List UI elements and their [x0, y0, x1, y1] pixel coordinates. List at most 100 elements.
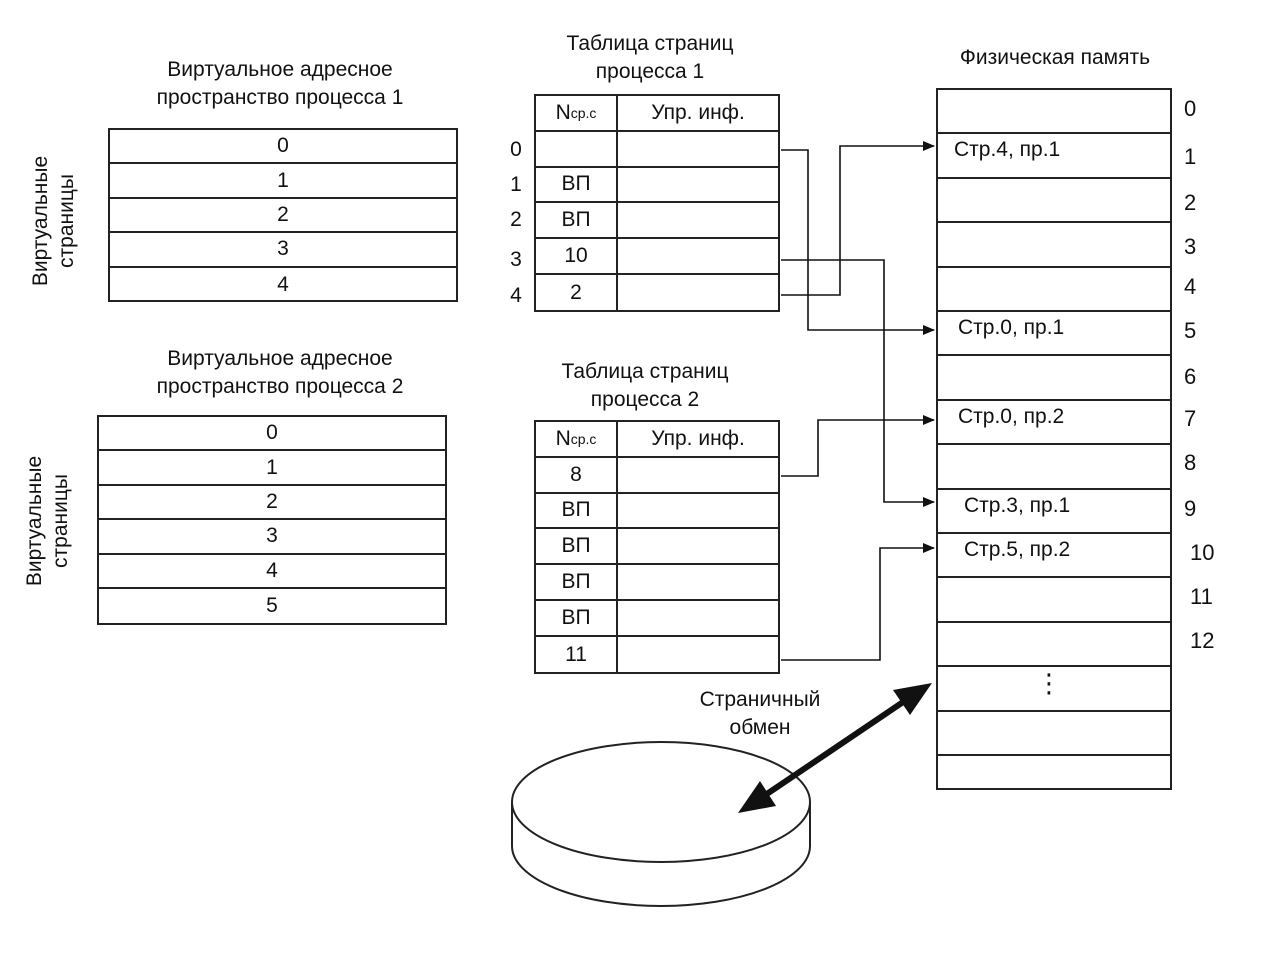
- vas1-side-label-line1: Виртуальные: [29, 155, 52, 287]
- vas2-page-row: 0: [99, 417, 445, 452]
- pt2-control-info-cell: [618, 529, 778, 563]
- swap-label: Страничный обмен: [660, 686, 860, 742]
- pt1-row3-to-frame10-arrow: [781, 259, 935, 507]
- memory-frame-row: [938, 756, 1170, 788]
- pt2-entry-row: ВП: [536, 601, 778, 637]
- vas2-page-row: 1: [99, 451, 445, 486]
- vas1-title-line2: пространство процесса 1: [156, 86, 404, 109]
- memory-frame-index: 0: [1184, 96, 1197, 121]
- vas2-side-label-line2: страницы: [49, 474, 72, 568]
- vas1-title-line1: Виртуальное адресное: [167, 58, 393, 81]
- memory-frame-row: [938, 223, 1170, 268]
- memory-frame-index: 2: [1184, 190, 1197, 215]
- vas2-page-row: 5: [266, 594, 278, 618]
- memory-frame-row: [938, 623, 1170, 668]
- pt2-entry-row: 8: [536, 457, 778, 494]
- vas1-page-row: 2: [110, 199, 456, 234]
- pt2-header-frame-n: N: [555, 426, 571, 450]
- vas1-side-label-line2: страницы: [55, 174, 78, 268]
- memory-frame-index: 7: [1184, 406, 1197, 431]
- pt2-control-info-cell: [618, 601, 778, 635]
- pt1-frame-number-cell: 2: [536, 275, 618, 311]
- memory-frame-index: 11: [1190, 584, 1213, 609]
- pt1-control-info-cell: [618, 275, 778, 311]
- pt1-entry-row: ВП: [536, 167, 778, 204]
- pt1-header-control-info: Упр. инф.: [651, 100, 745, 124]
- memory-frame-row: [938, 268, 1170, 312]
- pt1-header-frame-sub: ср.с: [570, 104, 597, 121]
- memory-frame-index: 8: [1184, 450, 1197, 475]
- memory-frame-row: Стр.5, пр.2: [938, 534, 1170, 579]
- pt2-frame-number-cell: ВП: [536, 565, 618, 599]
- pt1-entry-row: 2: [536, 275, 778, 311]
- memory-frame-content: Стр.0, пр.2: [958, 404, 1065, 428]
- memory-frame-index: 6: [1184, 364, 1197, 389]
- pt1-frame-number-cell: ВП: [536, 203, 618, 238]
- pt2-header-control-info: Упр. инф.: [651, 426, 745, 450]
- vas1-page-row: 3: [110, 233, 456, 268]
- pt1-frame-number-cell: [536, 131, 618, 166]
- pt1-frame-number-cell: ВП: [536, 167, 618, 202]
- pt2-control-info-cell: [618, 637, 778, 673]
- memory-frame-index: 1: [1184, 144, 1197, 169]
- memory-frame-row: [938, 356, 1170, 401]
- memory-frame-index: 10: [1190, 540, 1215, 565]
- memory-frame-row: [938, 90, 1170, 135]
- pt2-entry-row: ВП: [536, 565, 778, 601]
- pt1-frame-number-cell: 10: [536, 239, 618, 273]
- pt2-header-frame-sub: ср.с: [570, 430, 597, 447]
- pt2-row5-to-frame11-arrow: [781, 543, 935, 661]
- memory-frame-row: [938, 578, 1170, 623]
- memory-ellipsis: ⋮: [1036, 668, 1062, 699]
- pt1-entry-row: ВП: [536, 203, 778, 240]
- memory-frame-row: [938, 445, 1170, 490]
- pt2-frame-number-cell: 11: [536, 636, 618, 673]
- pt2-entry-row: ВП: [536, 529, 778, 566]
- memory-frame-index: 3: [1184, 234, 1197, 259]
- pt1-row4-to-frame2-arrow: [781, 141, 935, 296]
- pt1-title-line2: процесса 1: [595, 60, 705, 83]
- pt1-control-info-cell: [618, 132, 778, 166]
- pt1-title-line1: Таблица страниц: [566, 32, 734, 55]
- pt2-entry-row: ВП: [536, 493, 778, 530]
- memory-frame-row: Стр.3, пр.1: [938, 490, 1170, 534]
- vas1-title: Виртуальное адресное пространство процес…: [110, 56, 450, 112]
- memory-frame-index: 12: [1190, 628, 1215, 653]
- memory-frame-row: [938, 179, 1170, 224]
- vas1-page-row: 0: [110, 130, 456, 165]
- pt2-frame-number-cell: ВП: [536, 601, 618, 635]
- vas1-page-row: 4: [277, 272, 289, 296]
- pt2-title: Таблица страниц процесса 2: [515, 358, 775, 414]
- pt1-row-index: 0: [510, 138, 522, 161]
- pt2-title-line2: процесса 2: [590, 388, 700, 411]
- vas2-page-row: 3: [99, 520, 445, 555]
- pt1-control-info-cell: [618, 203, 778, 237]
- memory-frame-row: Стр.0, пр.1: [938, 312, 1170, 357]
- vas2-title-line1: Виртуальное адресное: [167, 347, 393, 370]
- pt1-control-info-cell: [618, 168, 778, 202]
- memory-frame-index: 9: [1184, 496, 1197, 521]
- memory-frame-content: Стр.5, пр.2: [964, 538, 1071, 561]
- vas2-side-label: Виртуальные страницы: [22, 451, 78, 591]
- memory-frame-content: Стр.3, пр.1: [964, 493, 1071, 517]
- memory-title: Физическая память: [959, 46, 1151, 69]
- pt1-entry-row: [536, 131, 778, 168]
- vas2-title-line2: пространство процесса 2: [156, 375, 404, 398]
- memory-frame-index: 4: [1184, 274, 1197, 299]
- memory-frame-index: 5: [1184, 318, 1197, 343]
- memory-frame-content: Стр.4, пр.1: [954, 138, 1061, 162]
- pt2-control-info-cell: [618, 494, 778, 528]
- pt1-row-index: 3: [510, 248, 522, 271]
- pt2-frame-number-cell: 8: [536, 457, 618, 492]
- pt1-header-frame-n: N: [555, 100, 571, 124]
- swap-label-line1: Страничный: [699, 688, 821, 711]
